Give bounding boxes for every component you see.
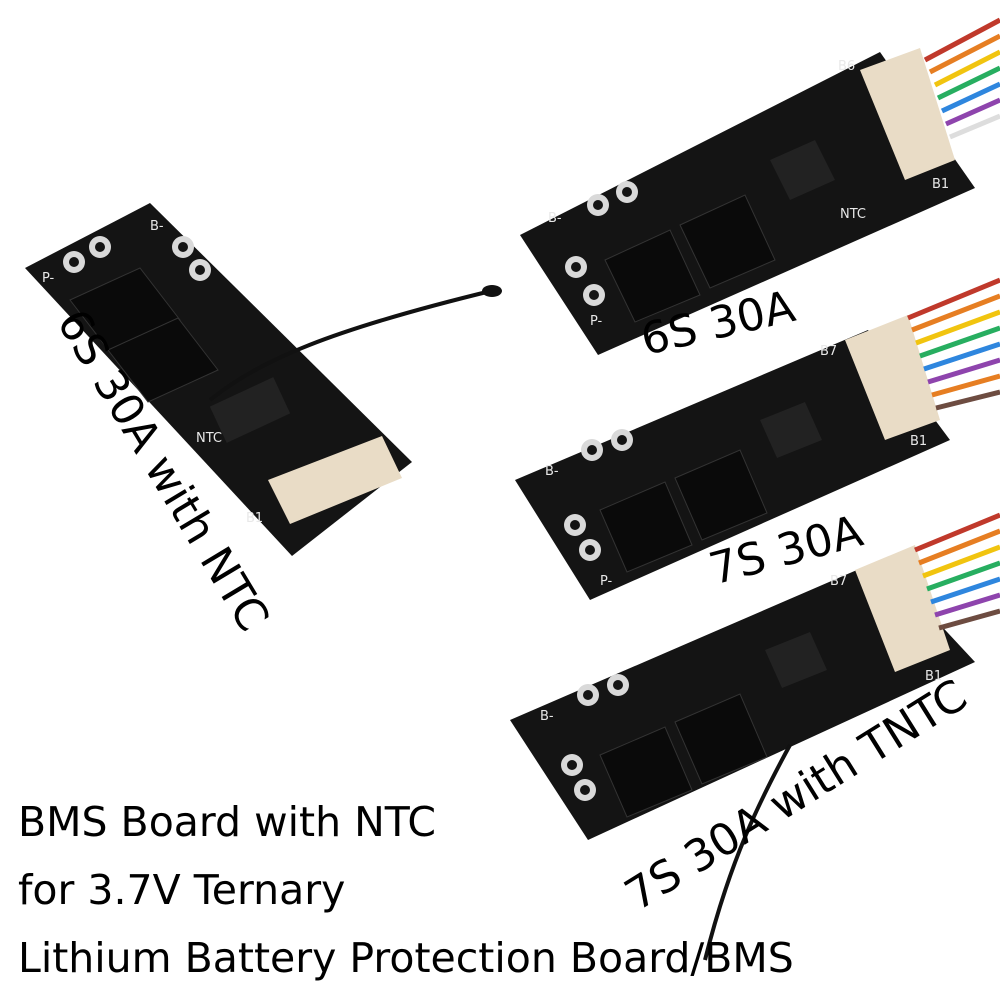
- caption-line-3: Lithium Battery Protection Board/BMS: [18, 934, 794, 982]
- silk-b1-3: B1: [910, 434, 927, 449]
- silk-b7-2: B7: [830, 574, 847, 589]
- silk-b-minus-3: B-: [545, 464, 559, 479]
- silk-ntc: NTC: [196, 431, 222, 446]
- board-6s-ntc: P- B- NTC B1: [25, 203, 502, 556]
- silk-ntc-2: NTC: [840, 207, 866, 222]
- silk-b6: B6: [838, 59, 855, 74]
- silk-b-minus: B-: [150, 219, 164, 234]
- caption-line-2: for 3.7V Ternary: [18, 866, 346, 914]
- silk-p-minus: P-: [42, 271, 55, 286]
- board-7s-tntc: B- B7 B1: [510, 512, 1000, 961]
- silk-b7: B7: [820, 344, 837, 359]
- caption-line-1: BMS Board with NTC: [18, 798, 437, 846]
- silk-b-minus-2: B-: [548, 211, 562, 226]
- silk-b1: B1: [246, 511, 263, 526]
- silk-p-minus-2: P-: [590, 314, 603, 329]
- silk-b1-2: B1: [932, 177, 949, 192]
- silk-b-minus-4: B-: [540, 709, 554, 724]
- silk-p-minus-3: P-: [600, 574, 613, 589]
- board-7s: B- P- B7 B1: [515, 277, 1000, 600]
- silk-b1-4: B1: [925, 669, 942, 684]
- board-6s: B- P- B6 B1 NTC: [520, 17, 1000, 355]
